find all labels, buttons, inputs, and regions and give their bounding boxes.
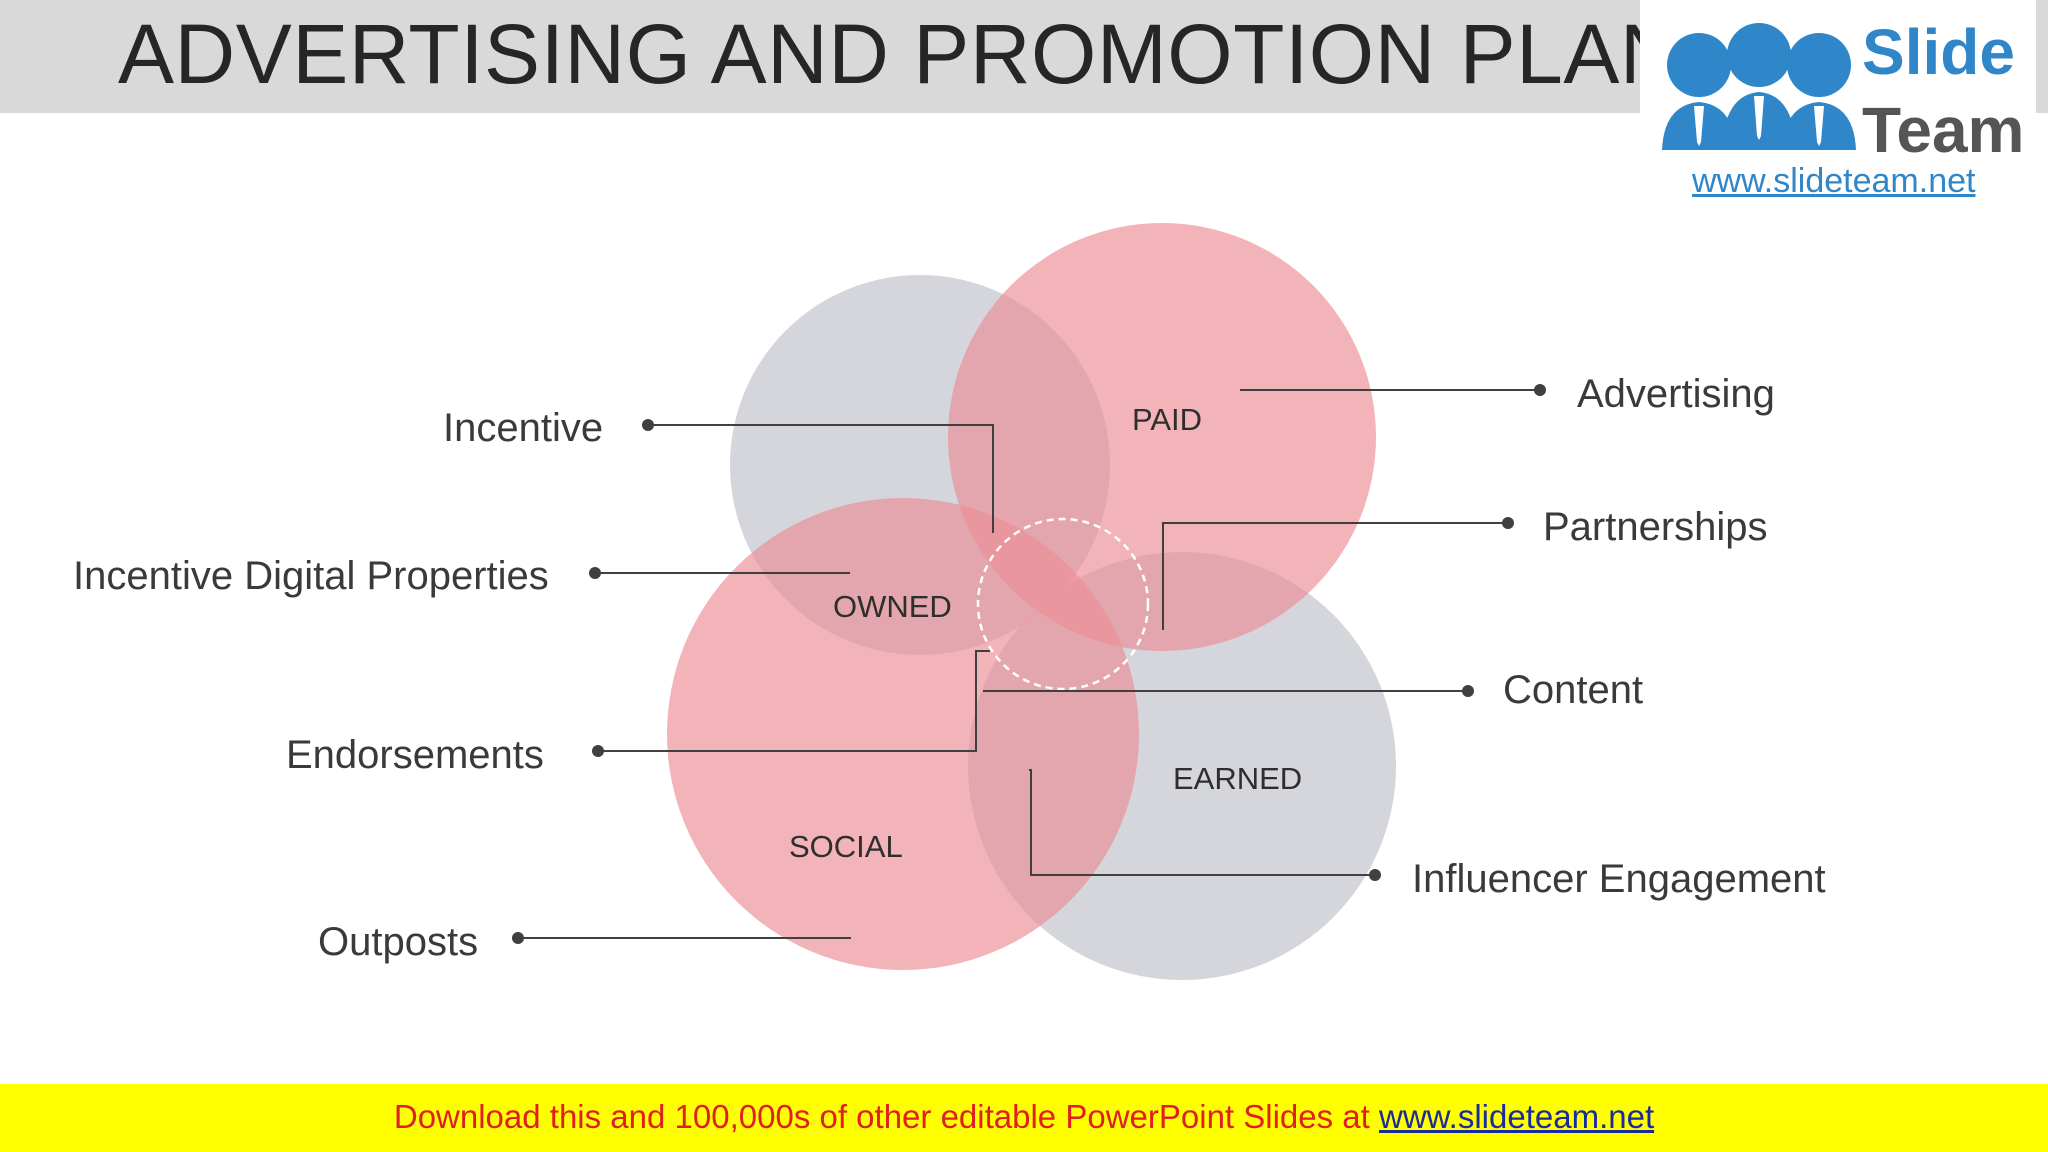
label-incentive-digital-properties: Incentive Digital Properties bbox=[73, 554, 549, 598]
label-content: Content bbox=[1503, 668, 1644, 712]
dot-partnerships bbox=[1502, 517, 1514, 529]
connector-influencer bbox=[1029, 769, 1375, 876]
dot-outposts bbox=[512, 932, 524, 944]
label-incentive: Incentive bbox=[443, 406, 604, 450]
venn-diagram bbox=[512, 223, 1546, 980]
owned-label: OWNED bbox=[833, 589, 952, 624]
dot-incentive-digital bbox=[589, 567, 601, 579]
people-logo-icon bbox=[1662, 23, 1856, 150]
label-outposts: Outposts bbox=[318, 920, 479, 964]
label-advertising: Advertising bbox=[1577, 372, 1775, 416]
dot-influencer bbox=[1369, 869, 1381, 881]
logo-url-link[interactable]: www.slideteam.net bbox=[1692, 162, 1976, 198]
earned-label: EARNED bbox=[1173, 761, 1303, 796]
dot-incentive bbox=[642, 419, 654, 431]
banner-link[interactable]: www.slideteam.net bbox=[1379, 1098, 1655, 1135]
logo-word-slide: Slide bbox=[1862, 16, 2015, 88]
connector-incentive bbox=[648, 424, 994, 533]
paid-label: PAID bbox=[1132, 402, 1203, 437]
slideteam-logo[interactable]: Slide Team www.slideteam.net bbox=[1640, 0, 2036, 198]
dot-advertising bbox=[1534, 384, 1546, 396]
download-banner-text: Download this and 100,000s of other edit… bbox=[0, 1098, 2048, 1136]
dot-content bbox=[1462, 685, 1474, 697]
dot-endorsements bbox=[592, 745, 604, 757]
connector-endorsements bbox=[598, 650, 990, 752]
logo-word-team: Team bbox=[1862, 94, 2025, 166]
download-banner: Download this and 100,000s of other edit… bbox=[0, 1084, 2048, 1152]
banner-message: Download this and 100,000s of other edit… bbox=[393, 1098, 1379, 1135]
label-partnerships: Partnerships bbox=[1543, 505, 1768, 549]
paid-circle bbox=[948, 223, 1376, 651]
connector-partnerships bbox=[1162, 522, 1508, 630]
social-label: SOCIAL bbox=[789, 829, 903, 864]
slide-title: ADVERTISING AND PROMOTION PLAN bbox=[118, 7, 1682, 101]
social-circle bbox=[667, 498, 1139, 970]
label-influencer-engagement: Influencer Engagement bbox=[1412, 857, 1826, 901]
center-dashed-ring bbox=[976, 517, 1150, 691]
label-endorsements: Endorsements bbox=[286, 733, 544, 777]
